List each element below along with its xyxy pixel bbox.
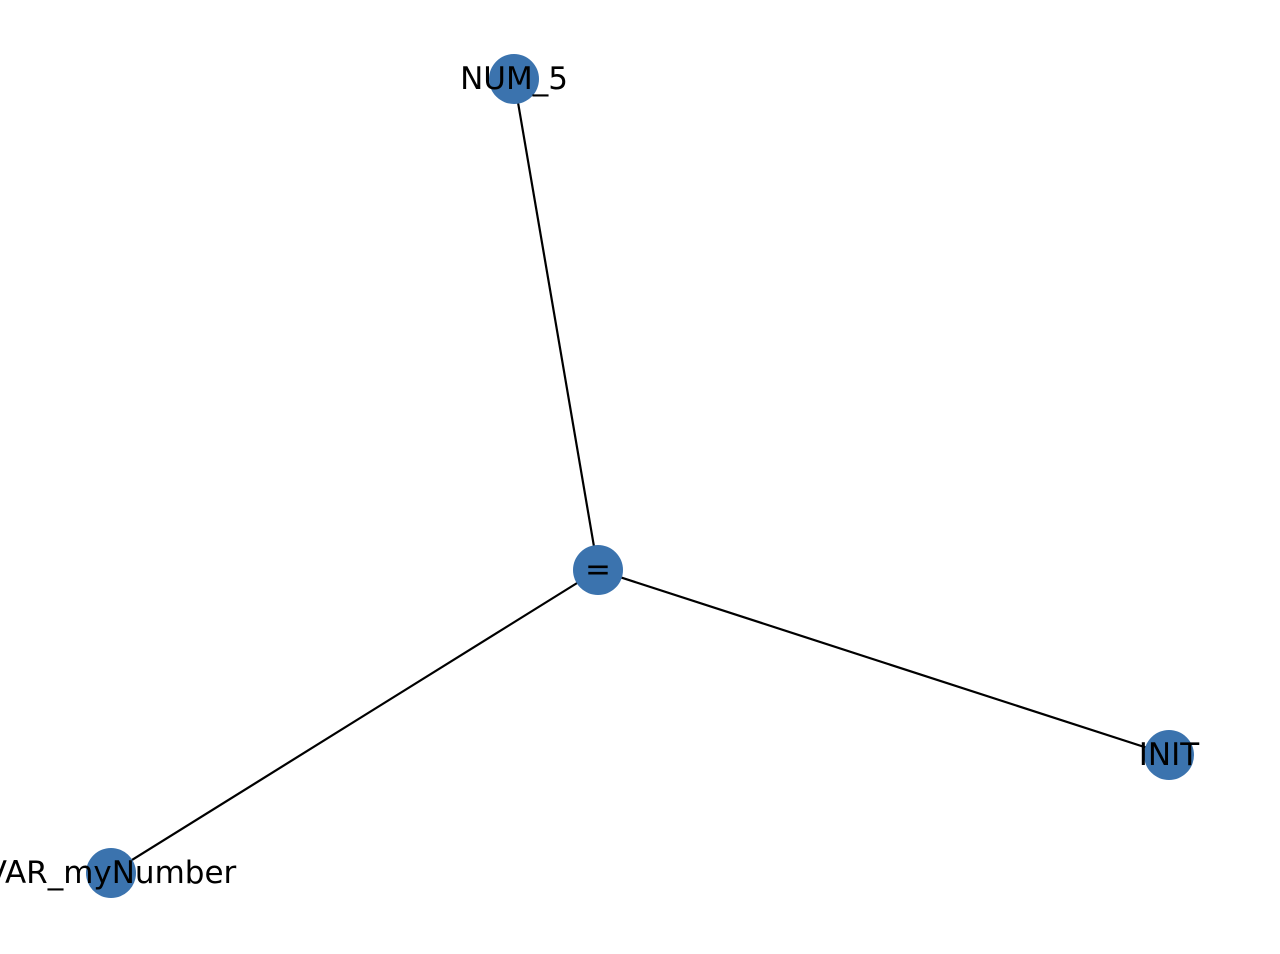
- node-label-num5: NUM_5: [460, 61, 568, 97]
- node-label-init: INIT: [1139, 737, 1200, 773]
- edge-eq-var: [110, 569, 599, 874]
- node-init: [1144, 730, 1194, 780]
- edges-layer: [110, 78, 1170, 874]
- edge-eq-num5: [512, 78, 600, 571]
- node-var: [86, 848, 136, 898]
- nodes-layer: [86, 54, 1194, 898]
- node-label-var: VAR_myNumber: [0, 855, 237, 891]
- node-eq: [573, 545, 623, 595]
- node-num5: [489, 54, 539, 104]
- node-label-eq: =: [585, 552, 611, 588]
- edge-eq-init: [597, 568, 1170, 757]
